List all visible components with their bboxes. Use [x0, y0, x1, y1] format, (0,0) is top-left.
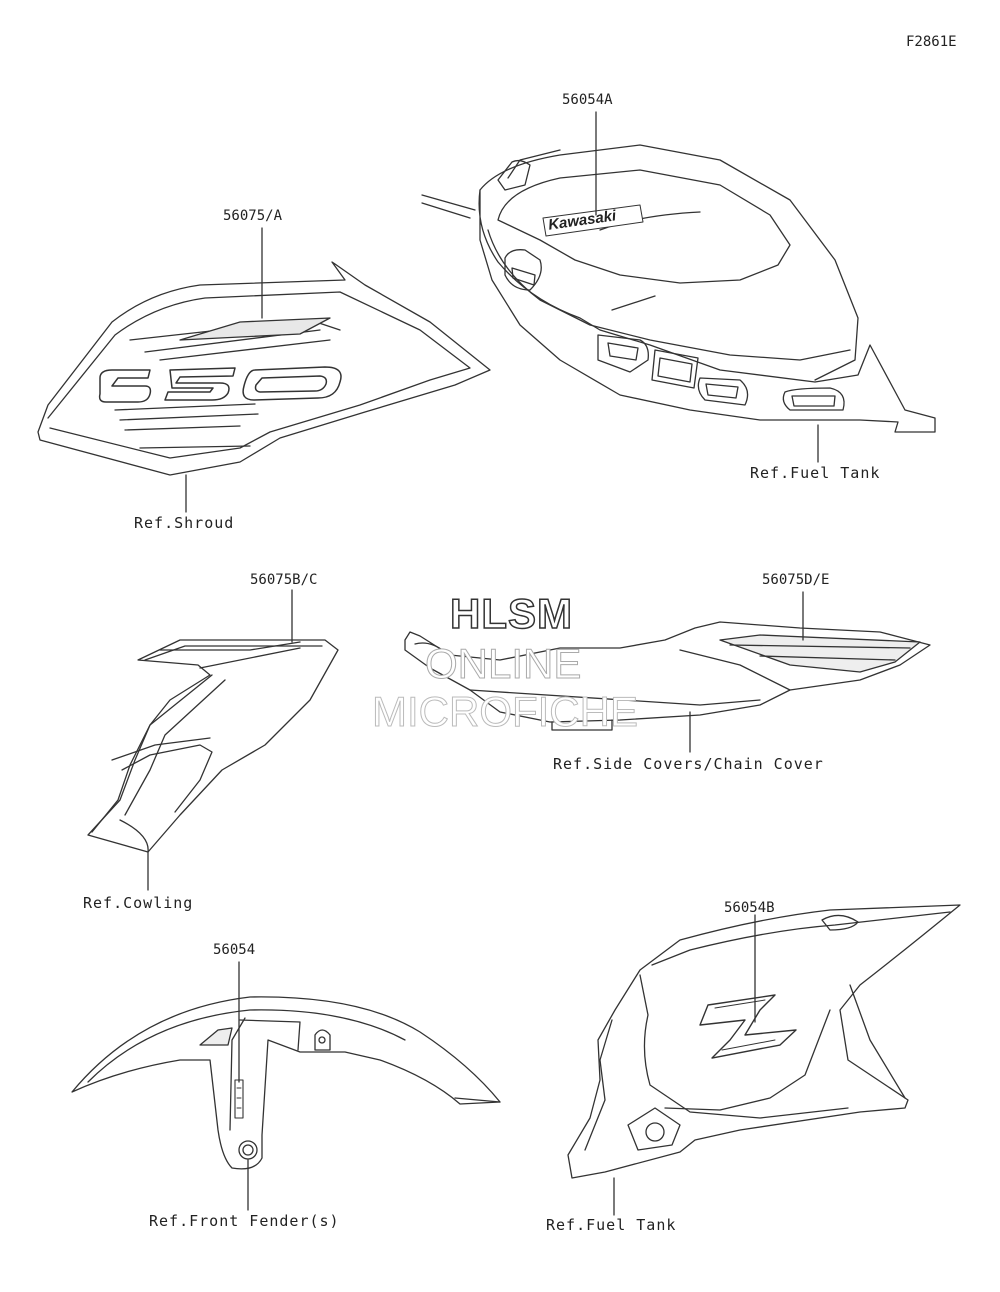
- shroud-drawing: [37, 227, 491, 513]
- front-fender-ref-label[interactable]: Ref.Front Fender(s): [149, 1212, 340, 1230]
- fuel-tank-side-part-code[interactable]: 56054B: [724, 900, 775, 916]
- z-emblem-icon: [699, 994, 797, 1059]
- watermark-line-3: MICROFICHE: [372, 688, 639, 736]
- fuel-tank-side-ref-label[interactable]: Ref.Fuel Tank: [546, 1216, 677, 1234]
- fuel-tank-top-part-code[interactable]: 56054A: [562, 92, 613, 108]
- cowling-drawing: [87, 589, 339, 891]
- watermark-line-1: HLSM: [449, 589, 573, 638]
- front-fender-drawing: [71, 961, 501, 1211]
- kawasaki-logo: [542, 204, 644, 237]
- cowling-ref-label[interactable]: Ref.Cowling: [83, 894, 194, 912]
- side-covers-part-code[interactable]: 56075D/E: [762, 572, 830, 588]
- front-fender-part-code[interactable]: 56054: [213, 942, 256, 958]
- figure-id: F2861E: [906, 34, 957, 50]
- shroud-ref-label[interactable]: Ref.Shroud: [134, 514, 235, 532]
- shroud-part-code[interactable]: 56075/A: [223, 208, 283, 224]
- side-covers-drawing: [404, 591, 931, 753]
- side-covers-ref-label[interactable]: Ref.Side Covers/Chain Cover: [553, 755, 824, 773]
- fuel-tank-top-drawing: [421, 111, 936, 463]
- shroud-650-decal: [98, 366, 342, 403]
- fuel-tank-side-drawing: [567, 904, 961, 1216]
- cowling-part-code[interactable]: 56075B/C: [250, 572, 318, 588]
- fuel-tank-top-ref-label[interactable]: Ref.Fuel Tank: [750, 464, 881, 482]
- watermark-line-2: ONLINE: [424, 640, 582, 688]
